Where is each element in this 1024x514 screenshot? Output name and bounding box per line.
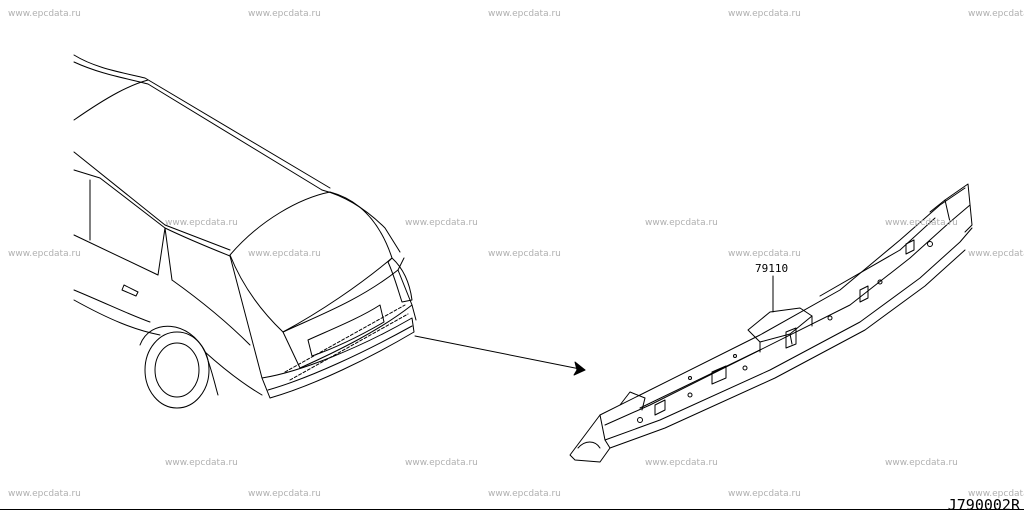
watermark: www.epcdata.ru bbox=[8, 9, 81, 19]
watermark: www.epcdata.ru bbox=[968, 489, 1024, 499]
pointer-arrow bbox=[414, 335, 586, 376]
watermark: www.epcdata.ru bbox=[165, 218, 238, 228]
watermark: www.epcdata.ru bbox=[248, 489, 321, 499]
watermark: www.epcdata.ru bbox=[728, 489, 801, 499]
car-rear-view-drawing bbox=[73, 54, 417, 409]
watermark: www.epcdata.ru bbox=[165, 458, 238, 468]
watermark: www.epcdata.ru bbox=[728, 9, 801, 19]
watermark: www.epcdata.ru bbox=[728, 249, 801, 259]
watermark: www.epcdata.ru bbox=[248, 9, 321, 19]
diagram-code: J790002R bbox=[947, 496, 1020, 514]
watermark: www.epcdata.ru bbox=[488, 9, 561, 19]
watermark: www.epcdata.ru bbox=[488, 249, 561, 259]
watermark: www.epcdata.ru bbox=[8, 249, 81, 259]
watermark: www.epcdata.ru bbox=[885, 458, 958, 468]
watermark: www.epcdata.ru bbox=[968, 249, 1024, 259]
bottom-border-line bbox=[0, 509, 1024, 510]
watermark: www.epcdata.ru bbox=[645, 458, 718, 468]
part-number-label[interactable]: 79110 bbox=[755, 262, 789, 275]
watermark: www.epcdata.ru bbox=[248, 249, 321, 259]
watermark: www.epcdata.ru bbox=[645, 218, 718, 228]
watermark: www.epcdata.ru bbox=[8, 489, 81, 499]
watermark: www.epcdata.ru bbox=[488, 489, 561, 499]
watermark: www.epcdata.ru bbox=[968, 9, 1024, 19]
watermark: www.epcdata.ru bbox=[405, 458, 478, 468]
watermark: www.epcdata.ru bbox=[405, 218, 478, 228]
watermark: www.epcdata.ru bbox=[885, 218, 958, 228]
rear-panel-part-drawing bbox=[569, 183, 973, 463]
